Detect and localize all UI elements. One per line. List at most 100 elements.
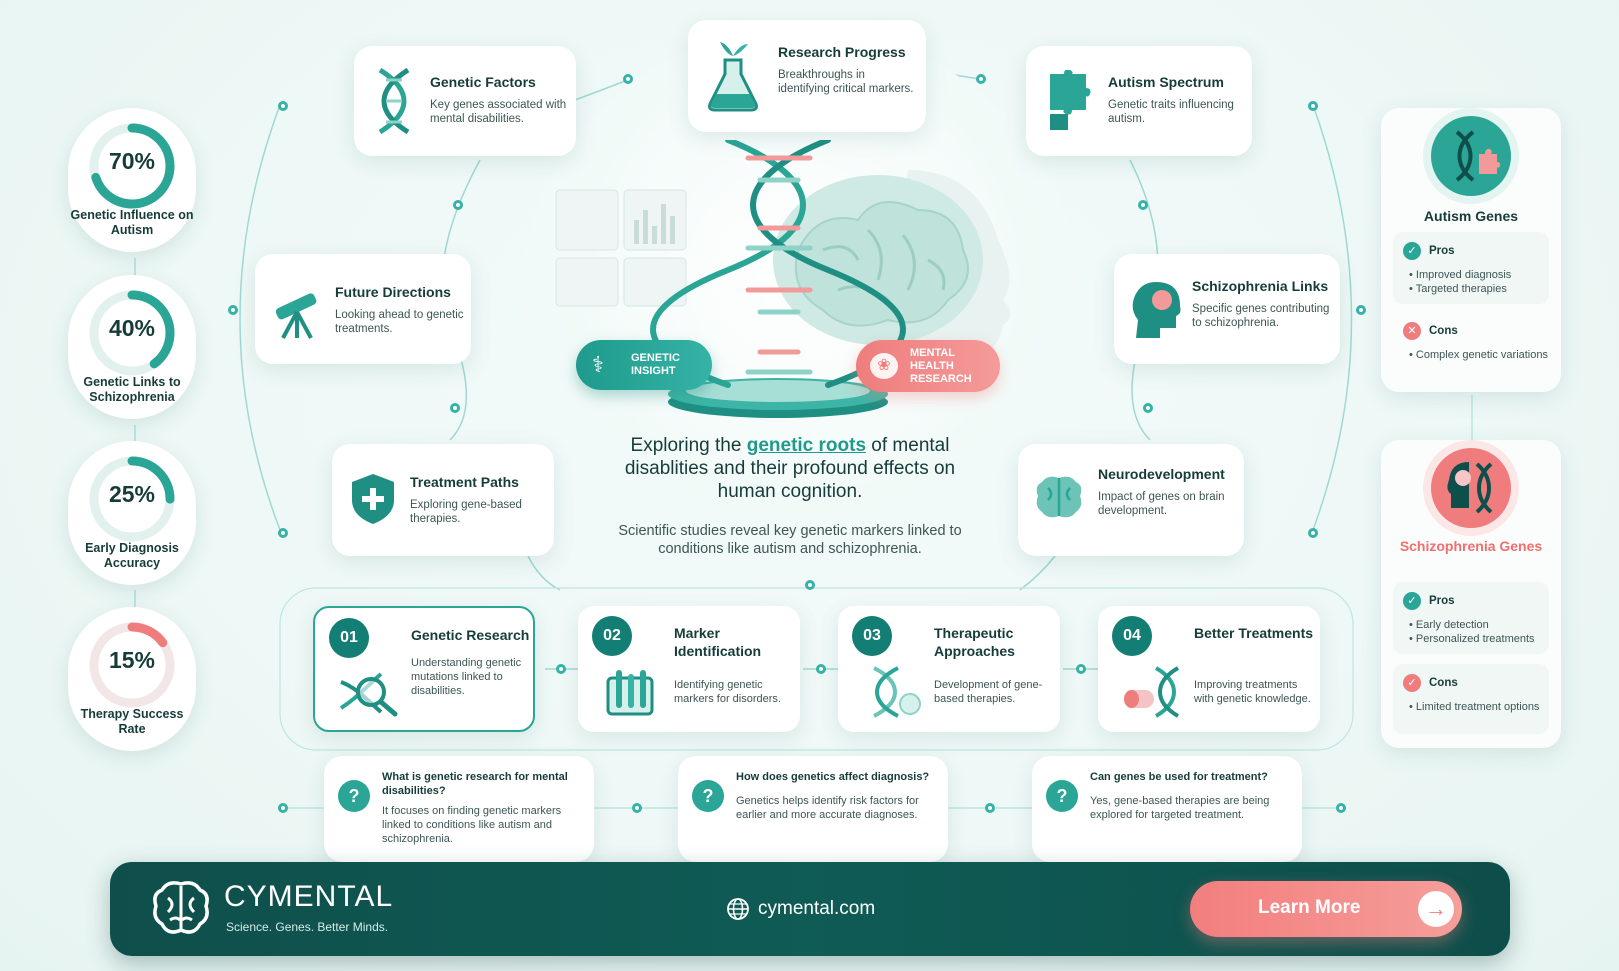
connector-dot [985,803,995,813]
website-link[interactable]: cymental.com [726,896,946,922]
dna-brain-illustration [555,140,1011,418]
panel-title: Schizophrenia Genes [1399,538,1543,554]
stat-label: Therapy Success Rate [80,707,184,736]
stat-label: Genetic Links to Schizophrenia [83,375,181,404]
card-text: Looking ahead to genetic treatments. [335,309,464,335]
faq-answer: Yes, gene-based therapies are being expl… [1090,795,1270,821]
headline-highlight: genetic roots [746,435,867,456]
progress-ring [89,456,175,542]
connector-dot [1336,803,1346,813]
cons-heading: ✓Cons [1403,674,1458,692]
step-number: 04 [1112,616,1152,656]
stat-genetic-links-schizophrenia: 40% Genetic Links to Schizophrenia [68,275,196,419]
card-text: Impact of genes on brain development. [1098,491,1225,517]
question-icon: ? [338,780,370,812]
connector-dot [1308,101,1318,111]
dna-icon [873,666,921,718]
learn-more-button[interactable]: Learn More → [1190,881,1462,937]
cons-heading: ✕ Cons [1403,322,1458,340]
pros-label: Pros [1429,595,1455,608]
magnifier-dna-icon [339,672,398,717]
connector-dot [1143,403,1153,413]
progress-ring [89,622,175,708]
brain-icon [1036,476,1082,518]
badge-mental-health-research: ❀ MENTAL HEALTH RESEARCH [856,340,1000,392]
badge-genetic-insight: ⚕ GENETIC INSIGHT [576,340,712,390]
stat-genetic-influence-autism: 70% Genetic Influence on Autism [68,108,196,252]
check-icon: ✓ [1403,242,1421,260]
list-item: • Early detection [1409,619,1489,631]
card-text: Breakthroughs in identifying critical ma… [778,69,914,95]
step-text: Development of gene-based therapies. [934,679,1043,705]
list-item: • Improved diagnosis [1409,269,1512,281]
step-title: Better Treatments [1194,625,1314,641]
connector-dot [453,200,463,210]
list-item: • Limited treatment options [1409,701,1540,713]
step-title: Genetic Research [411,627,530,643]
faq-genes-treatment[interactable]: ? Can genes be used for treatment? Yes, … [1032,756,1302,862]
connector-dot [1076,664,1086,674]
step-number: 03 [852,616,892,656]
list-item-text: Complex genetic variations [1415,349,1548,361]
connector-dot [632,803,642,813]
stat-value: 15% [108,647,156,673]
card-schizophrenia-links: Schizophrenia Links Specific genes contr… [1114,254,1340,364]
pros-list: • Improved diagnosis • Targeted therapie… [1409,268,1549,296]
list-item: • Complex genetic variations [1409,349,1548,361]
close-icon: ✕ [1403,322,1421,340]
website-text: cymental.com [758,898,876,919]
connector-dot [805,580,815,590]
faq-question: Can genes be used for treatment? [1090,771,1268,783]
flask-icon [708,42,758,112]
connector-dot [1308,528,1318,538]
connector-dot [556,664,566,674]
connector-dot [228,305,238,315]
list-item-text: Targeted therapies [1415,283,1507,295]
faq-genetics-diagnosis[interactable]: ? How does genetics affect diagnosis? Ge… [678,756,948,862]
connector-dot [1356,305,1366,315]
step-title: Therapeutic Approaches [934,625,1015,659]
cons-label: Cons [1429,325,1458,338]
card-autism-spectrum: Autism Spectrum Genetic traits influenci… [1026,46,1252,156]
stat-label: Early Diagnosis Accuracy [85,541,179,570]
brand-tagline: Science. Genes. Better Minds. [226,920,389,934]
card-genetic-factors: Genetic Factors Key genes associated wit… [354,46,576,156]
progress-ring [89,123,175,209]
card-title: Neurodevelopment [1098,466,1225,482]
step-text: Understanding genetic mutations linked t… [411,657,522,697]
footer-bar: CYMENTAL Science. Genes. Better Minds. c… [110,862,1510,956]
connector-dot [450,403,460,413]
card-title: Autism Spectrum [1108,74,1224,90]
step-title: Marker Identification [674,625,762,659]
card-research-progress: Research Progress Breakthroughs in ident… [688,20,926,132]
pros-box: ✓Pros • Early detection • Personalized t… [1393,582,1549,654]
card-title: Schizophrenia Links [1192,278,1329,294]
cons-label: Cons [1429,677,1458,690]
faq-genetic-research[interactable]: ? What is genetic research for mental di… [324,756,594,862]
step-text: Improving treatments with genetic knowle… [1194,679,1311,705]
stat-label: Genetic Influence on Autism [70,208,194,237]
arrow-right-icon: → [1418,891,1454,927]
connector-dot [278,803,288,813]
cons-list: • Limited treatment options [1409,700,1549,714]
headline-text: Exploring the [630,435,747,456]
faq-question: What is genetic research for mental disa… [382,771,568,797]
card-text: Key genes associated with mental disabil… [430,99,567,125]
connector-dot [816,664,826,674]
cons-box: ✕ Cons • Complex genetic variations [1393,312,1549,378]
connector-dot [623,74,633,84]
connector-dot [1138,200,1148,210]
step-marker-identification: 02 Marker Identification Identifying gen… [578,606,800,732]
connector-dot [278,101,288,111]
card-title: Research Progress [778,44,906,60]
hero-subtext: Scientific studies reveal key genetic ma… [618,523,962,557]
card-future-directions: Future Directions Looking ahead to genet… [255,254,471,364]
globe-icon [727,898,749,920]
badge-label: MENTAL HEALTH RESEARCH [910,347,972,385]
pros-label: Pros [1429,245,1455,258]
list-item: • Targeted therapies [1409,283,1507,295]
dna-icon [378,68,410,134]
panel-title: Autism Genes [1423,208,1519,224]
list-item-text: Limited treatment options [1415,701,1540,713]
button-label: Learn More [1258,897,1361,918]
